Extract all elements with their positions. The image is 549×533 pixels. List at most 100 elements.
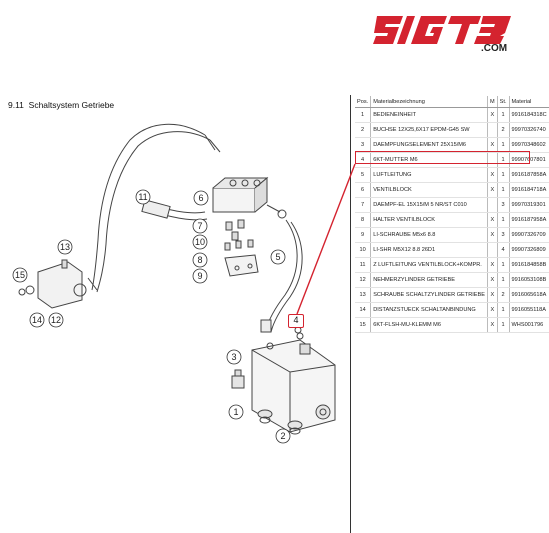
cell-pos: 5	[355, 167, 371, 183]
cell-m: X	[487, 257, 498, 273]
diagram-label: 2	[280, 431, 285, 441]
cell-qty: 1	[496, 212, 510, 228]
cell-material: 99907326709	[508, 227, 549, 243]
cell-m: X	[487, 302, 498, 318]
diagram-label: 1	[233, 407, 238, 417]
cell-pos: 12	[355, 272, 371, 288]
cell-pos: 8	[355, 212, 371, 228]
cell-pos: 2	[355, 122, 371, 138]
cell-description: LI-SHR M5X12 8.8 26D1	[370, 242, 488, 258]
cell-description: VENTILBLOCK	[370, 182, 488, 198]
parts-table: Pos. Materialbezeichnung M St. Material …	[355, 96, 549, 333]
cell-description: 6KT-MUTTER M6	[370, 152, 488, 168]
cell-description: DISTANZSTUECK SCHALTANBINDUNG	[370, 302, 488, 318]
cell-pos: 11	[355, 257, 371, 273]
bushing-2b	[287, 420, 303, 430]
cell-qty: 1	[496, 302, 510, 318]
cell-m	[487, 152, 498, 168]
callout-label-4[interactable]: 4	[288, 314, 304, 328]
highlighted-row-frame	[355, 151, 530, 164]
cell-description: LI-SCHRAUBE M5x6 8.8	[370, 227, 488, 243]
cell-m: X	[487, 137, 498, 153]
cell-m: X	[487, 167, 498, 183]
diagram-label: 12	[51, 315, 61, 325]
cell-material: 99907326809	[508, 242, 549, 258]
section-name: Schaltsystem Getriebe	[28, 100, 115, 110]
cell-description: Z LUFTLEITUNG VENTILBLOCK+KOMPR.	[370, 257, 488, 273]
cell-m: X	[487, 107, 498, 123]
cell-description: BEDIENEINHEIT	[370, 107, 488, 123]
cell-material: 9916055118A	[508, 302, 549, 318]
cell-qty: 1	[496, 182, 510, 198]
cell-pos: 7	[355, 197, 371, 213]
cell-description: DAEMPF-EL 15X15/M 5 NR/ST C010	[370, 197, 488, 213]
diagram-label: 14	[32, 315, 42, 325]
cell-qty: 1	[496, 107, 510, 123]
cell-qty: 4	[496, 242, 510, 258]
cell-qty: 1	[496, 167, 510, 183]
diagram-label: 8	[197, 255, 202, 265]
cell-m: X	[487, 182, 498, 198]
diagram-label: 9	[197, 271, 202, 281]
cell-pos: 14	[355, 302, 371, 318]
diagram-label: 3	[231, 352, 236, 362]
cell-qty: 2	[496, 287, 510, 303]
cell-pos: 1	[355, 107, 371, 123]
diagram-label: 15	[15, 270, 25, 280]
table-header-row: Pos. Materialbezeichnung M St. Material	[355, 96, 549, 108]
cell-material: 9916184318C	[508, 107, 549, 123]
cell-material: 99970326740	[508, 122, 549, 138]
cell-m	[487, 122, 498, 138]
cell-description: DAEMPFUNGSELEMENT 25X15/M6	[370, 137, 488, 153]
header-description: Materialbezeichnung	[370, 96, 488, 108]
bracket-8	[224, 254, 259, 277]
cell-qty: 3	[496, 227, 510, 243]
column-divider	[350, 95, 351, 533]
slave-cylinder-12	[37, 261, 83, 309]
cell-description: LUFTLEITUNG	[370, 167, 488, 183]
diagram-label: 10	[195, 237, 205, 247]
cell-material: WHS001796	[508, 317, 549, 333]
cell-material: 99970348602	[508, 137, 549, 153]
cell-description: NEHMERZYLINDER GETRIEBE	[370, 272, 488, 288]
cell-m: X	[487, 272, 498, 288]
header-pos: Pos.	[355, 96, 371, 108]
control-unit-1	[251, 339, 336, 433]
valve-block-6	[212, 187, 256, 213]
cell-m: X	[487, 227, 498, 243]
cell-qty: 3	[496, 197, 510, 213]
air-line-11	[91, 123, 206, 291]
cell-pos: 9	[355, 227, 371, 243]
cell-material: 9916065618A	[508, 287, 549, 303]
cell-description: SCHRAUBE SCHALTZYLINDER GETRIEBE	[370, 287, 488, 303]
cell-qty: 1	[496, 137, 510, 153]
logo-url[interactable]: .COM	[481, 43, 508, 54]
cell-material: 99907607801	[508, 152, 549, 168]
bushing-2a	[257, 409, 273, 419]
cell-m: X	[487, 287, 498, 303]
diagram-label: 5	[275, 252, 280, 262]
cell-pos: 3	[355, 137, 371, 153]
cell-m	[487, 197, 498, 213]
cell-m: X	[487, 317, 498, 333]
diagram-label: 6	[198, 193, 203, 203]
section-number: 9.11	[8, 100, 24, 110]
cell-qty: 1	[496, 152, 510, 168]
cell-material: 9916187958A	[508, 212, 549, 228]
cell-description: 6KT-FLSH-MU-KLEMM M6	[370, 317, 488, 333]
